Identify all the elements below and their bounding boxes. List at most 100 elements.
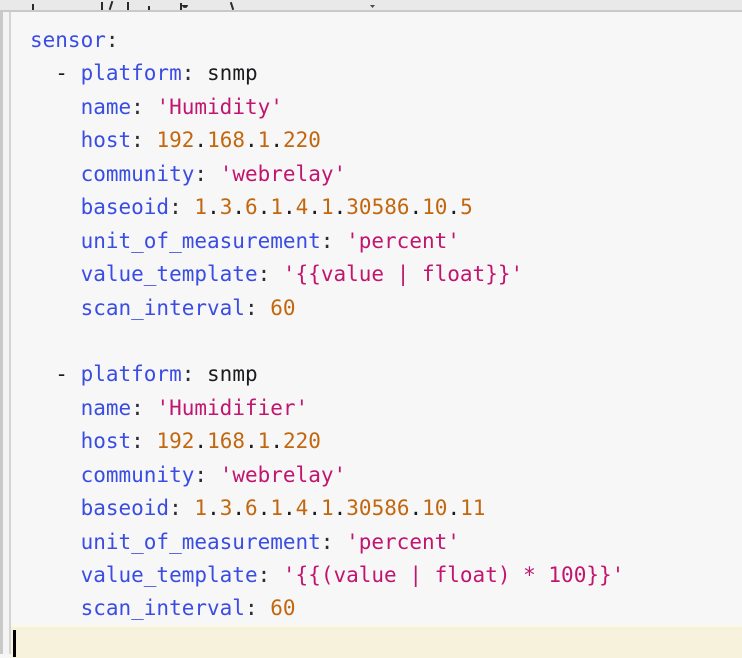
code-line[interactable]: value_template: '{{value | float}}' <box>30 258 742 291</box>
token-punct: : <box>131 128 144 153</box>
token-num: 1 <box>320 496 334 521</box>
code-line[interactable]: scan_interval: 60 <box>30 292 742 325</box>
token-plain <box>207 162 220 186</box>
token-plain: snmp <box>194 362 258 387</box>
token-punct: : <box>320 529 334 554</box>
token-key: community <box>80 161 195 186</box>
token-plain <box>144 128 157 152</box>
code-line[interactable]: name: 'Humidifier' <box>30 392 742 425</box>
code-line[interactable]: host: 192.168.1.220 <box>30 124 742 157</box>
token-plain <box>258 596 271 620</box>
token-num: 6 <box>245 195 258 220</box>
token-plain: . <box>283 496 296 521</box>
token-str: 'Humidity' <box>156 94 283 119</box>
token-punct: : <box>105 28 119 52</box>
token-plain: . <box>245 128 258 153</box>
token-plain: . <box>270 128 283 153</box>
token-str: 'webrelay' <box>219 462 347 487</box>
token-plain <box>258 296 271 320</box>
token-plain <box>30 162 81 186</box>
clipped-toolbar-strip <box>0 0 742 12</box>
token-num: 1 <box>194 496 208 521</box>
token-key: platform <box>80 61 182 86</box>
code-line[interactable]: host: 192.168.1.220 <box>30 425 742 458</box>
token-num: 30586 <box>346 496 410 521</box>
token-str: 'webrelay' <box>219 161 347 186</box>
token-plain <box>333 229 346 253</box>
token-str: 'percent' <box>346 228 460 253</box>
token-punct: : <box>169 195 182 220</box>
clipped-text-fragment <box>182 5 188 8</box>
code-line[interactable]: unit_of_measurement: 'percent' <box>30 526 742 559</box>
token-num: 220 <box>282 429 321 454</box>
token-key: value_template <box>80 563 258 587</box>
token-plain: . <box>194 429 208 454</box>
token-plain <box>30 496 81 520</box>
clipped-text-fragment <box>108 0 114 10</box>
code-line[interactable]: baseoid: 1.3.6.1.4.1.30586.10.5 <box>30 191 742 224</box>
token-punct: : <box>181 61 195 86</box>
token-num: 10 <box>422 195 448 220</box>
token-plain <box>30 229 81 253</box>
token-num: 192 <box>156 128 195 153</box>
token-plain: . <box>283 195 296 220</box>
token-key: name <box>80 94 132 119</box>
token-plain <box>30 429 81 453</box>
token-punct: : <box>194 161 208 186</box>
token-plain <box>144 95 157 119</box>
code-line[interactable]: scan_interval: 60 <box>30 592 742 625</box>
code-line[interactable]: sensor: <box>30 24 742 57</box>
token-num: 60 <box>270 295 296 320</box>
token-plain <box>30 128 81 152</box>
token-num: 168 <box>207 429 245 454</box>
token-plain <box>270 563 283 587</box>
token-key: sensor <box>30 28 106 52</box>
token-num: 30586 <box>346 195 410 220</box>
token-num: 1 <box>320 195 334 220</box>
token-key: platform <box>80 362 182 387</box>
token-plain <box>30 596 81 620</box>
code-line[interactable]: - platform: snmp <box>30 57 742 90</box>
token-plain <box>30 262 81 286</box>
token-num: 1 <box>257 128 271 153</box>
yaml-code-editor[interactable]: sensor: - platform: snmp name: 'Humidity… <box>11 12 742 654</box>
text-caret <box>13 630 16 657</box>
code-line[interactable]: community: 'webrelay' <box>30 459 742 492</box>
token-plain: . <box>270 429 283 454</box>
token-str: '{{value | float}}' <box>282 262 524 287</box>
code-line[interactable]: community: 'webrelay' <box>30 158 742 191</box>
token-plain <box>30 296 81 320</box>
token-punct: : <box>131 395 144 420</box>
token-plain: . <box>245 429 258 454</box>
token-plain <box>30 195 81 219</box>
token-str: '{{(value | float) * 100}}' <box>282 563 625 587</box>
code-line[interactable]: value_template: '{{(value | float) * 100… <box>30 559 742 592</box>
current-line-highlight[interactable] <box>11 625 742 658</box>
token-punct: : <box>169 496 182 521</box>
code-line[interactable]: name: 'Humidity' <box>30 91 742 124</box>
token-plain: . <box>447 195 461 220</box>
code-line[interactable]: unit_of_measurement: 'percent' <box>30 225 742 258</box>
token-plain <box>30 95 81 119</box>
token-plain: - <box>30 61 81 86</box>
token-plain: . <box>207 195 220 220</box>
token-plain: - <box>30 362 81 387</box>
clipped-text-fragment <box>180 3 182 10</box>
token-num: 5 <box>460 195 473 220</box>
code-line[interactable] <box>30 325 742 358</box>
token-plain: . <box>207 496 220 521</box>
token-num: 168 <box>207 128 245 153</box>
token-num: 4 <box>295 496 309 521</box>
token-plain: . <box>232 195 246 220</box>
token-key: community <box>80 462 195 487</box>
token-plain <box>30 530 81 554</box>
token-num: 220 <box>282 128 321 153</box>
token-num: 10 <box>422 496 448 521</box>
token-key: host <box>80 429 132 454</box>
token-str: 'percent' <box>346 529 460 554</box>
code-line[interactable]: baseoid: 1.3.6.1.4.1.30586.10.11 <box>30 492 742 525</box>
code-line[interactable]: - platform: snmp <box>30 358 742 391</box>
code-lines: sensor: - platform: snmp name: 'Humidity… <box>30 24 742 626</box>
token-plain: . <box>308 496 321 521</box>
token-num: 4 <box>295 195 309 220</box>
